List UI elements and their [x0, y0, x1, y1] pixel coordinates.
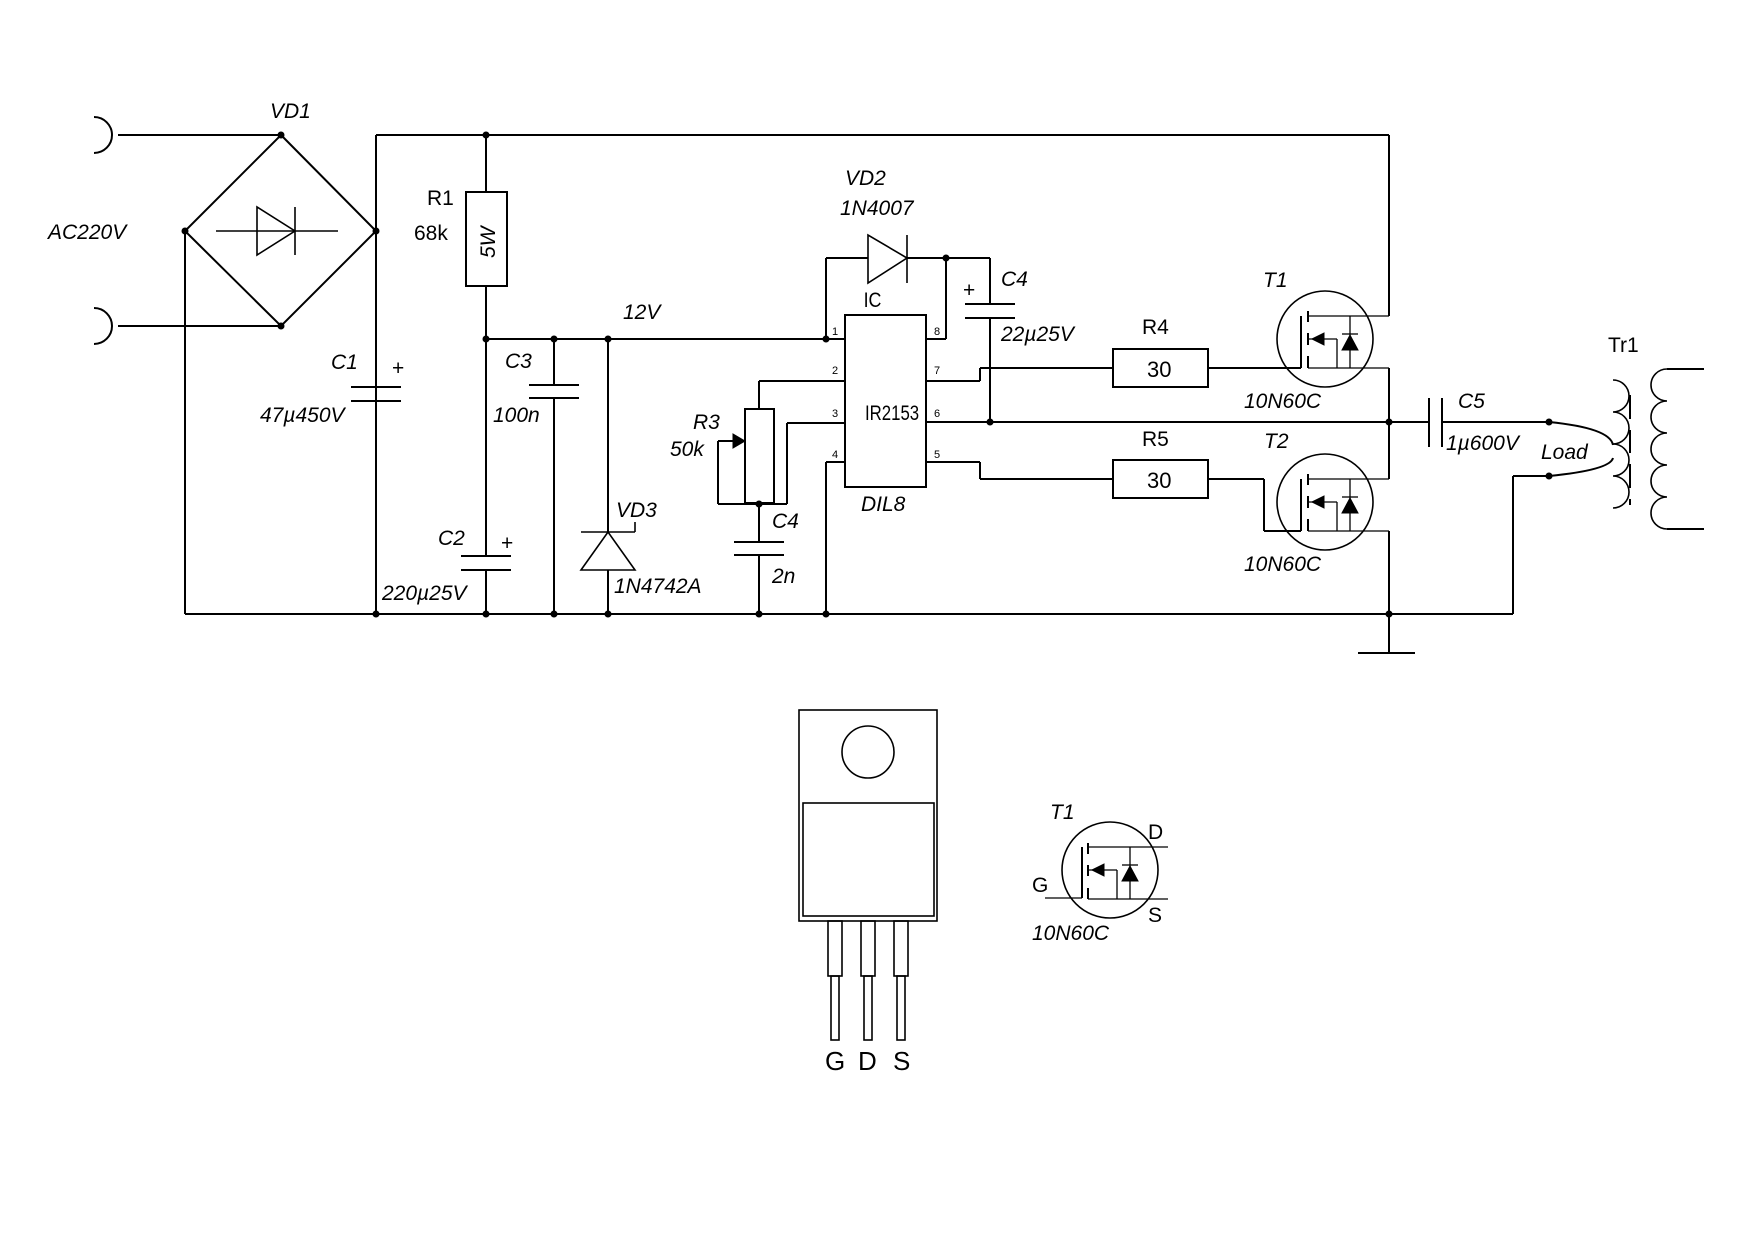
t1-ref: T1: [1263, 269, 1288, 292]
c5-value: 1µ600V: [1446, 432, 1521, 455]
c2-ref: C2: [438, 527, 465, 550]
legend-g-label: G: [1032, 874, 1048, 897]
electrolytic-capacitor-icon: [351, 386, 401, 402]
ic-pin-7: 7: [934, 365, 940, 377]
junction-dots: [181, 131, 1553, 618]
mosfet-icon: [1276, 453, 1389, 551]
r1-value: 68k: [414, 222, 448, 245]
vd3-value: 1N4742A: [614, 575, 702, 598]
transformer-icon: [1612, 368, 1704, 530]
ac-socket-icon: [93, 116, 113, 345]
ic-pin-8: 8: [934, 326, 940, 338]
mosfet-icon: [1045, 821, 1168, 919]
legend-s-label: S: [1148, 904, 1162, 927]
t2-ref: T2: [1264, 430, 1289, 453]
mosfet-icon: [1276, 290, 1389, 388]
ic-pin-6: 6: [934, 408, 940, 420]
vd1-label: VD1: [270, 100, 311, 123]
ac-input-label: AC220V: [46, 221, 128, 244]
r4-ref: R4: [1142, 316, 1169, 339]
ic-ref: IC: [864, 289, 882, 313]
ic-pin-3: 3: [832, 408, 838, 420]
c4-low-ref: C4: [772, 510, 799, 533]
electrolytic-capacitor-icon: [965, 303, 1015, 319]
c4-top-value: 22µ25V: [1000, 323, 1076, 346]
c4-top-ref: C4: [1001, 268, 1028, 291]
ic-pin-5: 5: [934, 449, 940, 461]
ic-pin-1: 1: [832, 326, 838, 338]
electrolytic-capacitor-icon: [461, 555, 511, 571]
c4-low-value: 2n: [771, 565, 795, 588]
c3-value: 100n: [493, 404, 540, 427]
ic-pin-2: 2: [832, 365, 838, 377]
r5-value: 30: [1147, 468, 1171, 493]
capacitor-icon: [529, 384, 579, 399]
vd3-ref: VD3: [616, 499, 657, 522]
load-label: Load: [1541, 441, 1589, 464]
r3-value: 50k: [670, 438, 705, 461]
legend-part: 10N60C: [1032, 922, 1110, 945]
r1-power: 5W: [477, 224, 500, 258]
t1-part: 10N60C: [1244, 390, 1322, 413]
c2-plus: +: [501, 532, 513, 555]
c3-ref: C3: [505, 350, 532, 373]
ic-package: DIL8: [861, 493, 906, 516]
tr1-label: Tr1: [1608, 334, 1639, 357]
c1-value: 47µ450V: [260, 404, 346, 427]
capacitor-icon: [734, 541, 784, 556]
r1-ref: R1: [427, 187, 454, 210]
c4-top-plus: +: [963, 279, 975, 302]
ic-icon: [844, 314, 927, 488]
r5-ref: R5: [1142, 428, 1169, 451]
potentiometer-icon: [744, 408, 775, 504]
c1-ref: C1: [331, 351, 358, 374]
to220-package-icon: [798, 709, 938, 1041]
bridge-rectifier-icon: [183, 133, 378, 328]
r4-value: 30: [1147, 357, 1171, 382]
diode-icon: [867, 233, 909, 285]
pin-s-label: S: [893, 1046, 910, 1076]
ic-pin-4: 4: [832, 449, 838, 461]
capacitor-icon: [1428, 398, 1443, 447]
vd2-ref: VD2: [845, 167, 886, 190]
legend-d-label: D: [1148, 821, 1163, 844]
vd2-value: 1N4007: [840, 197, 915, 220]
c5-ref: C5: [1458, 390, 1485, 413]
pin-g-label: G: [825, 1046, 845, 1076]
legend-ref: T1: [1050, 801, 1075, 824]
pin-d-label: D: [858, 1046, 877, 1076]
net-12v-label: 12V: [623, 301, 662, 324]
r3-ref: R3: [693, 411, 720, 434]
ic-part: IR2153: [865, 402, 919, 425]
t2-part: 10N60C: [1244, 553, 1322, 576]
c1-plus: +: [392, 357, 404, 380]
c2-value: 220µ25V: [381, 582, 468, 605]
